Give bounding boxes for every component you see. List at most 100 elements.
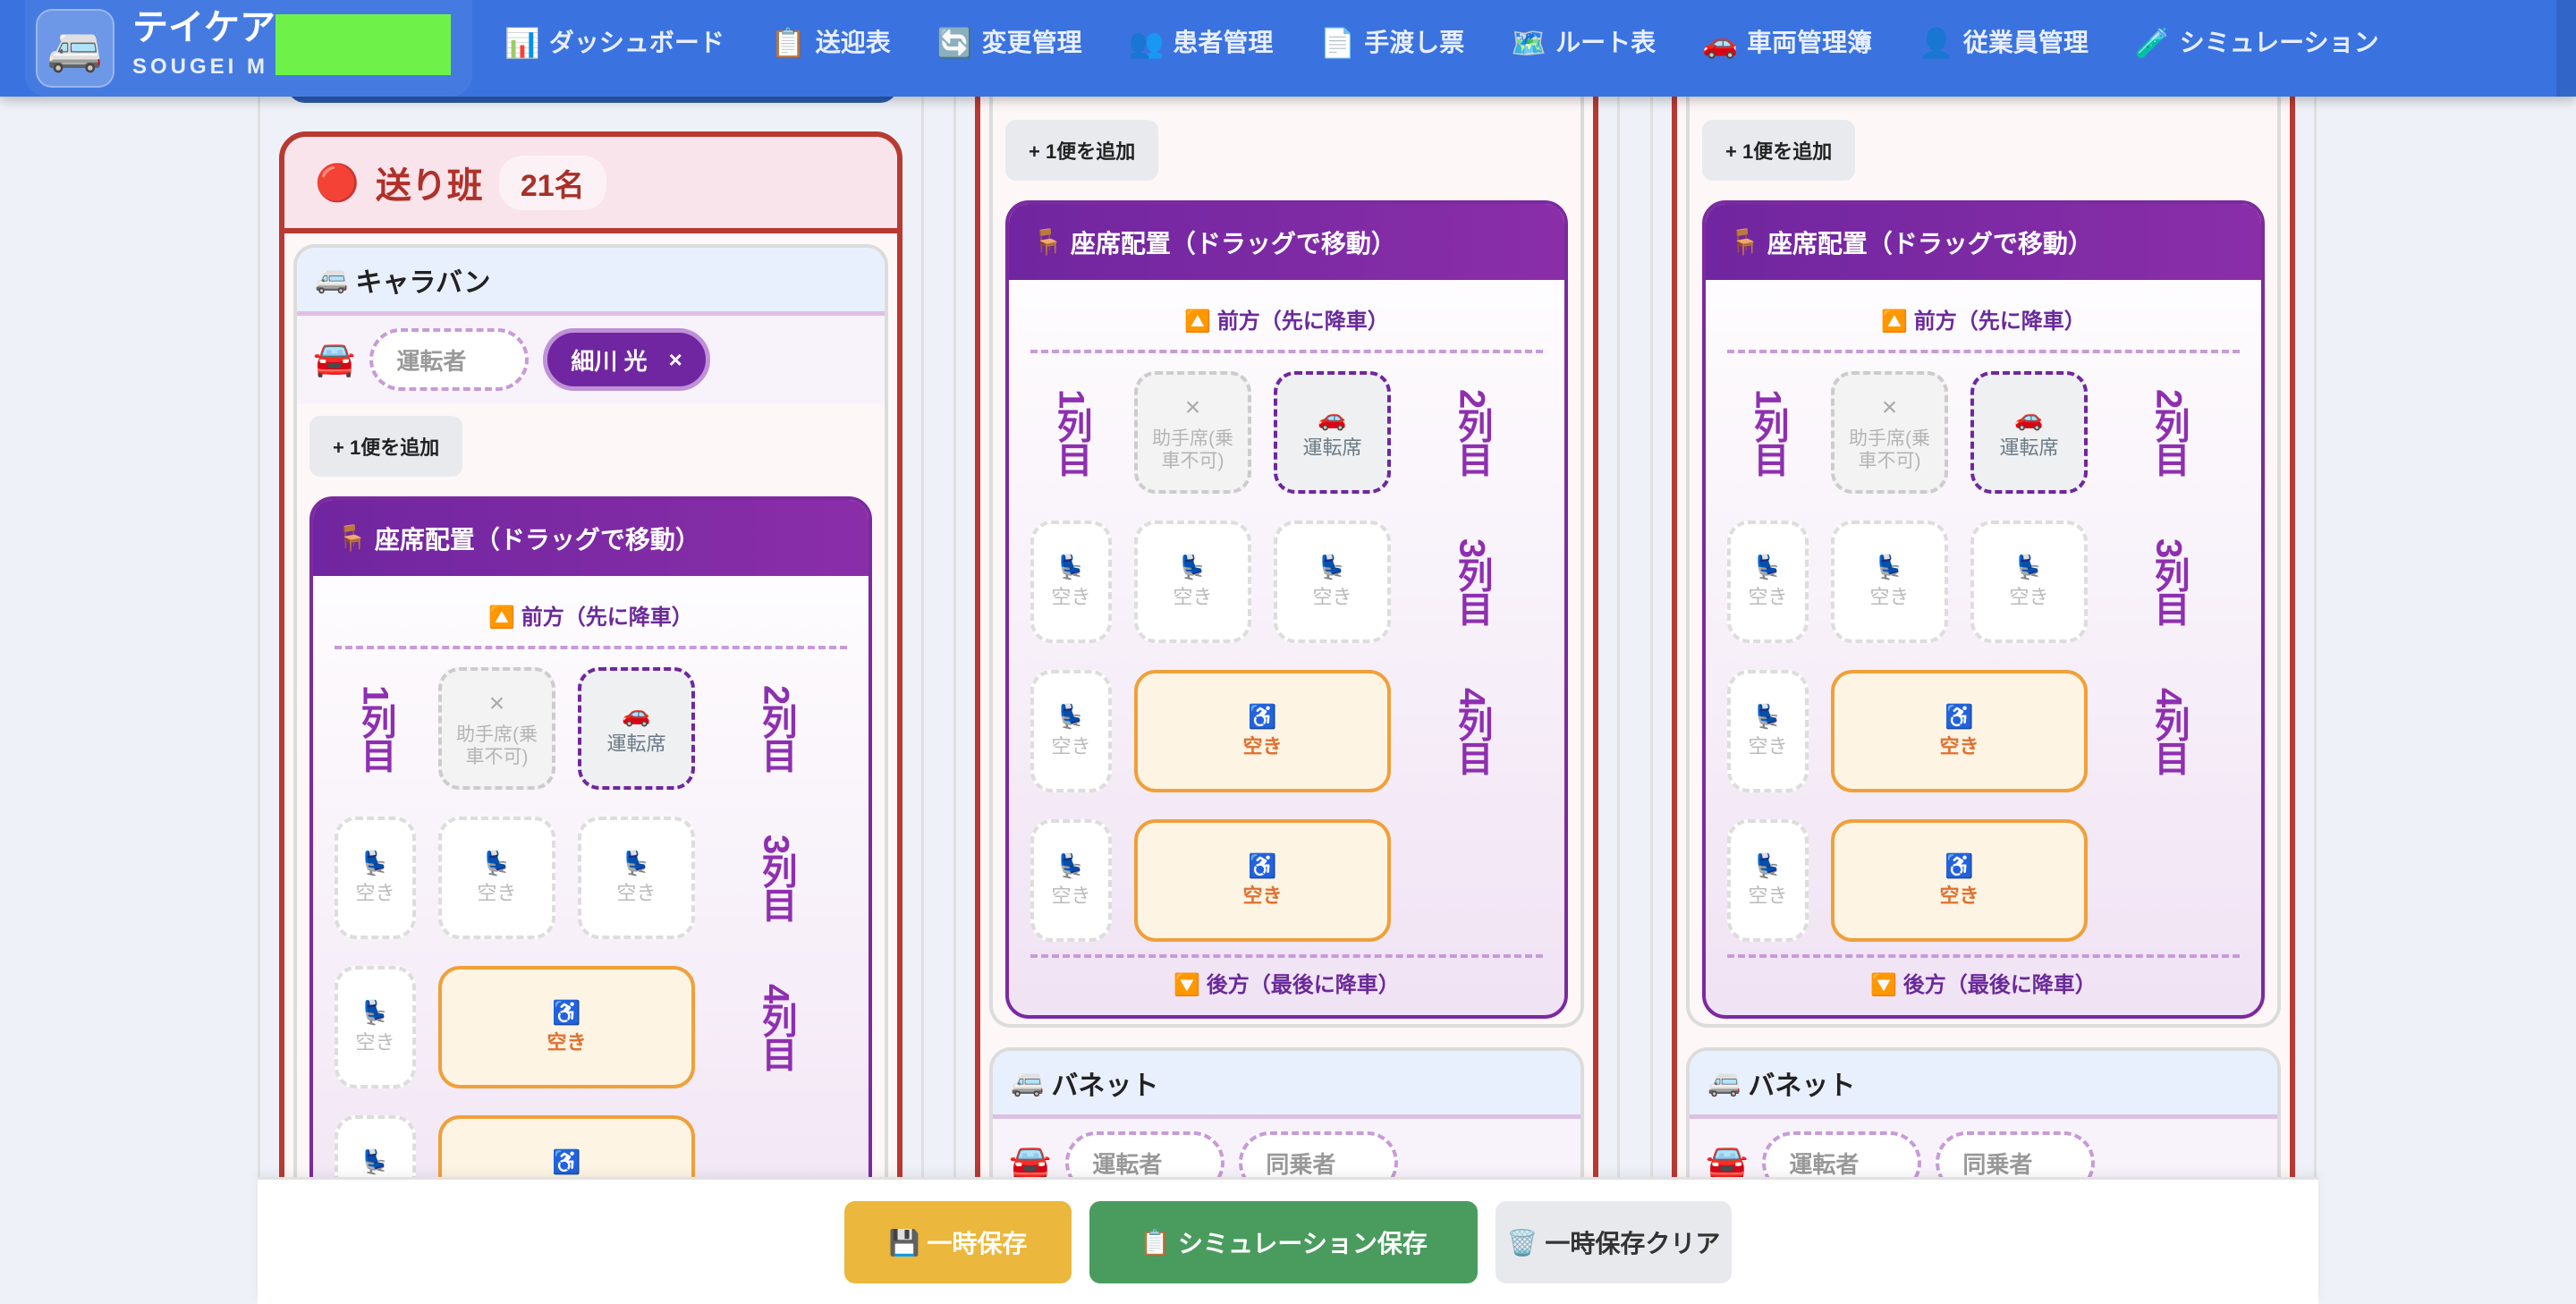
group-body: 🚐キャラバン🚘運転者細川 光×+ 1便を追加🪑座席配置（ドラッグで移動）🔼 前方… [284, 233, 897, 1177]
seat-layout-title: 座席配置（ドラッグで移動） [1070, 229, 1396, 258]
car-icon: 🚗 [622, 700, 651, 727]
seat-label: 空き [616, 881, 657, 904]
chip-label: 同乗者 [1962, 1150, 2033, 1178]
driver-slot[interactable]: 運転者 [369, 328, 530, 391]
nav-label: 車両管理簿 [1747, 29, 1873, 56]
seat-empty[interactable]: 💺空き [335, 817, 416, 939]
redaction-box [275, 14, 451, 75]
driver-car-icon: 🚘 [1009, 1144, 1052, 1177]
rear-label: 🔽 後方（最後に降車） [1009, 969, 1564, 1003]
chair-icon: 🪑 [336, 524, 368, 552]
seat-label: 空き [1051, 585, 1091, 608]
simulation-save-button[interactable]: 📋 シミュレーション保存 [1089, 1201, 1478, 1283]
nav-label: 従業員管理 [1962, 29, 2089, 56]
nav-item-1[interactable]: 📊ダッシュボード [504, 25, 724, 61]
seat-empty[interactable]: 💺空き [1727, 521, 1809, 643]
driver-slot[interactable]: 運転者 [1065, 1131, 1225, 1178]
rear-divider [1030, 954, 1543, 958]
add-trip-button[interactable]: + 1便を追加 [309, 416, 463, 477]
seat-label: 空き [1312, 585, 1352, 608]
nav-icon: 📄 [1319, 27, 1356, 59]
simulation-save-label: シミュレーション保存 [1177, 1230, 1428, 1257]
seat-empty[interactable]: 💺空き [335, 966, 416, 1088]
seat-empty[interactable]: 💺空き [1134, 521, 1251, 643]
seat-empty[interactable]: 💺空き [1030, 819, 1112, 942]
nav-item-6[interactable]: 🗺️ルート表 [1511, 25, 1656, 61]
group-body: + 1便を追加🪑座席配置（ドラッグで移動）🔼 前方（先に降車）1列目×助手席(乗… [980, 97, 1593, 1177]
add-trip-button[interactable]: + 1便を追加 [1005, 120, 1159, 181]
seat-icon: 💺 [360, 999, 390, 1026]
row-label: 1列目 [1748, 389, 1788, 476]
seat-label: 空き [1748, 734, 1788, 758]
logo-van-icon[interactable]: 🚐 [36, 9, 114, 88]
seat-empty[interactable]: 💺空き [1970, 521, 2088, 643]
nav-item-3[interactable]: 🔄変更管理 [937, 25, 1082, 61]
seat-empty[interactable]: 💺 空き [1274, 521, 1391, 643]
seat-wheel[interactable]: ♿空き [1134, 670, 1391, 792]
seat-icon: 💺 [360, 1148, 390, 1175]
seat-wheel[interactable]: ♿空き [438, 1115, 695, 1177]
up-arrow-icon: 🔼 [1881, 309, 1909, 334]
red-circle-icon: 🔴 [315, 163, 360, 203]
nav-item-2[interactable]: 📋送迎表 [771, 25, 891, 61]
vehicle-card: 🚐バネット🚘運転者同乗者 [1686, 1047, 2281, 1177]
driver-slot[interactable]: 同乗者 [1936, 1131, 2096, 1178]
seat-empty[interactable]: 💺空き [335, 1115, 416, 1177]
seat-empty[interactable]: 💺空き [438, 817, 555, 939]
seat-wheel[interactable]: ♿空き [1134, 819, 1391, 942]
group-panel: + 1便を追加🪑座席配置（ドラッグで移動）🔼 前方（先に降車）1列目×助手席(乗… [975, 97, 1598, 1177]
seat-empty[interactable]: 💺空き [1030, 670, 1112, 792]
seat-empty[interactable]: 💺空き [1030, 521, 1112, 643]
nav-label: 患者管理 [1173, 29, 1274, 56]
seat-wheel[interactable]: ♿空き [438, 966, 695, 1088]
add-trip-button[interactable]: + 1便を追加 [1702, 120, 1856, 181]
seat-icon: 💺 [1753, 852, 1783, 879]
seat-label: 空き [1748, 585, 1788, 608]
driver-slot[interactable]: 同乗者 [1239, 1131, 1399, 1177]
nav-edge [2556, 0, 2576, 97]
seat-wheel[interactable]: ♿空き [1831, 670, 2088, 792]
nav-item-4[interactable]: 👥患者管理 [1129, 25, 1274, 61]
seat-icon: 💺 [1875, 554, 1904, 580]
vehicle-name: バネット [1051, 1071, 1159, 1101]
chip-label: 運転者 [1092, 1150, 1163, 1178]
seat-driver[interactable]: 🚗運転席 [578, 667, 695, 790]
nav-item-5[interactable]: 📄手渡し票 [1319, 25, 1464, 61]
seat-icon: 💺 [1753, 703, 1783, 730]
x-icon: × [1184, 392, 1201, 422]
seat-driver[interactable]: 🚗運転席 [1970, 371, 2088, 494]
seat-icon: 💺 [1318, 554, 1347, 580]
seat-layout-header: 🪑座席配置（ドラッグで移動） [1706, 204, 2261, 280]
rear-divider [1727, 954, 2240, 958]
seat-wheel[interactable]: ♿空き [1831, 819, 2088, 942]
seat-driver[interactable]: 🚗運転席 [1274, 371, 1391, 494]
temp-save-button[interactable]: 💾 一時保存 [844, 1201, 1072, 1283]
driver-car-icon: 🚘 [313, 341, 356, 378]
vehicle-name: バネット [1748, 1071, 1856, 1101]
nav-menu: 📊ダッシュボード 📋送迎表 🔄変更管理 👥患者管理 📄手渡し票 🗺️ルート表 🚗車両管理簿 👤… [504, 25, 2379, 61]
driver-slot[interactable]: 運転者 [1762, 1131, 1922, 1177]
assigned-driver-chip[interactable]: 細川 光× [543, 328, 710, 391]
remove-icon[interactable]: × [668, 345, 682, 373]
app-subtitle: SOUGEI M [132, 55, 269, 79]
column-3[interactable]: + 1便を追加🪑座席配置（ドラッグで移動）🔼 前方（先に降車）1列目×助手席(乗… [1650, 97, 2317, 1177]
front-label: 🔼 前方（先に降車） [1009, 305, 1564, 339]
seat-empty[interactable]: 💺 空き [1727, 670, 1809, 792]
clear-temp-save-button[interactable]: 🗑️ 一時保存クリア [1496, 1201, 1732, 1283]
vehicle-card: 🚐バネット🚘運転者同乗者 [989, 1047, 1584, 1177]
column-2[interactable]: + 1便を追加🪑座席配置（ドラッグで移動）🔼 前方（先に降車）1列目×助手席(乗… [953, 97, 1620, 1177]
seat-empty[interactable]: 💺空き [1727, 819, 1809, 942]
seat-empty[interactable]: 💺空き [578, 817, 695, 939]
driver-row: 🚘 運転者 同乗者 [993, 1119, 1580, 1177]
nav-item-8[interactable]: 👤従業員管理 [1919, 25, 2089, 61]
nav-item-7[interactable]: 🚗車両管理簿 [1702, 25, 1872, 61]
row-label: 2列目 [1452, 389, 1492, 476]
x-icon: × [1881, 392, 1898, 422]
seat-label: 空き [1242, 884, 1283, 907]
nav-icon: 🧪 [2134, 27, 2171, 59]
nav-item-9[interactable]: 🧪シミュレーション [2135, 25, 2379, 61]
seat-empty[interactable]: 💺空き [1831, 521, 1948, 643]
up-arrow-icon: 🔼 [488, 605, 516, 630]
